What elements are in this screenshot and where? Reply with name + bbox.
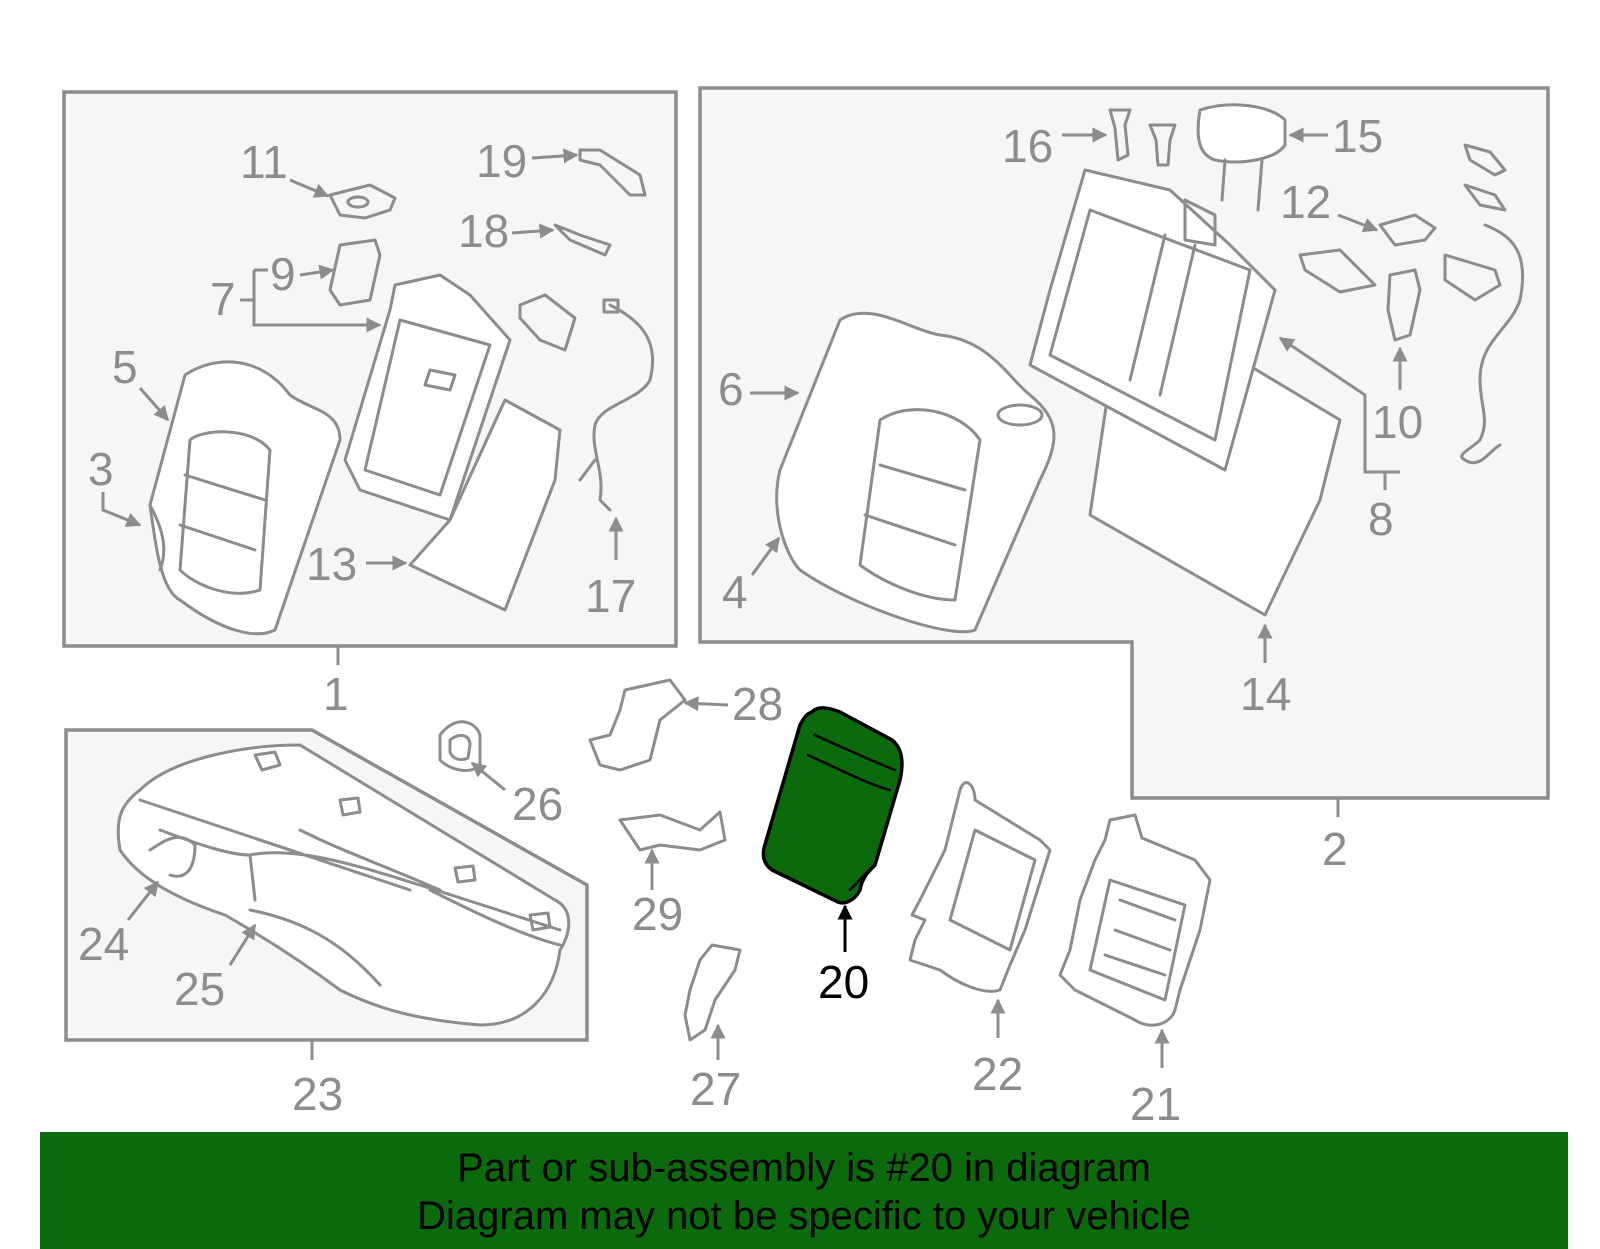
leader-5	[138, 387, 170, 422]
banner-line-2: Diagram may not be specific to your vehi…	[417, 1194, 1191, 1238]
callout-21: 21	[1130, 1078, 1181, 1130]
part-trim-block	[1443, 253, 1502, 302]
callout-16: 16	[1002, 120, 1053, 172]
callout-20: 20	[818, 956, 869, 1008]
part-17-harness	[578, 303, 655, 512]
part-15-headrest	[1196, 103, 1287, 164]
callout-25: 25	[174, 963, 225, 1015]
callout-23: 23	[292, 1068, 343, 1120]
leader-7	[240, 270, 380, 325]
callout-28: 28	[732, 678, 783, 730]
callout-4: 4	[722, 566, 748, 618]
callout-8: 8	[1368, 493, 1394, 545]
leader-4	[750, 536, 781, 576]
callout-7: 7	[210, 273, 236, 325]
part-box-block	[518, 293, 577, 352]
leader-28	[683, 696, 729, 712]
part-10-hinge	[1386, 268, 1422, 342]
info-banner: Part or sub-assembly is #20 in diagram D…	[40, 1132, 1568, 1249]
part-6-seatback-pad	[775, 311, 1056, 634]
leader-8	[1278, 336, 1387, 490]
leader-18	[511, 223, 555, 239]
callout-19: 19	[476, 135, 527, 187]
leader-9	[299, 264, 335, 280]
part-trim-bezel	[1298, 248, 1377, 294]
part-5-seatback-pad	[148, 360, 342, 636]
cushion-group	[116, 743, 571, 1027]
callout-12: 12	[1280, 176, 1331, 228]
part-21-back-panel	[1058, 813, 1212, 1027]
part-20-highlighted[interactable]	[761, 706, 904, 905]
callout-10: 10	[1372, 396, 1423, 448]
callout-5: 5	[112, 341, 138, 393]
leader-25	[228, 923, 257, 966]
part-9-hinge	[328, 238, 382, 307]
leader-11	[289, 178, 330, 198]
part-29-bracket	[618, 810, 727, 852]
callout-11: 11	[240, 136, 288, 188]
callout-27: 27	[690, 1063, 741, 1115]
leader-26	[470, 761, 506, 792]
leader-19	[531, 148, 579, 164]
callout-14: 14	[1240, 668, 1291, 720]
callout-3: 3	[88, 443, 114, 495]
part-27-bracket	[683, 943, 742, 1042]
part-25-cushion-pad	[116, 743, 571, 1027]
seatback-left-group	[148, 148, 655, 636]
callout-24: 24	[78, 918, 129, 970]
callout-6: 6	[718, 363, 744, 415]
part-12-cover	[1378, 213, 1437, 247]
leader-24	[126, 880, 160, 921]
callout-9: 9	[270, 248, 296, 300]
callout-17: 17	[585, 570, 636, 622]
callout-22: 22	[972, 1048, 1023, 1100]
seatback-right-group	[775, 103, 1525, 634]
leader-3	[101, 492, 142, 527]
callout-2: 2	[1322, 823, 1348, 875]
part-20-armrest[interactable]	[761, 706, 904, 905]
part-19-bracket	[578, 148, 647, 197]
leader-12	[1337, 213, 1379, 233]
callout-29: 29	[632, 888, 683, 940]
callout-26: 26	[512, 778, 563, 830]
part-22-back-panel	[908, 781, 1052, 993]
part-11-cover	[328, 183, 397, 220]
part-13-back-panel	[408, 398, 562, 612]
callout-15: 15	[1332, 110, 1383, 162]
banner-line-1: Part or sub-assembly is #20 in diagram	[457, 1146, 1151, 1190]
callout-13: 13	[306, 538, 357, 590]
part-18-bracket	[553, 223, 612, 257]
part-28-bracket	[588, 678, 687, 772]
callout-18: 18	[458, 205, 509, 257]
part-harness-right	[1460, 223, 1525, 465]
callout-1: 1	[323, 668, 349, 720]
part-16-guide	[1108, 108, 1132, 162]
